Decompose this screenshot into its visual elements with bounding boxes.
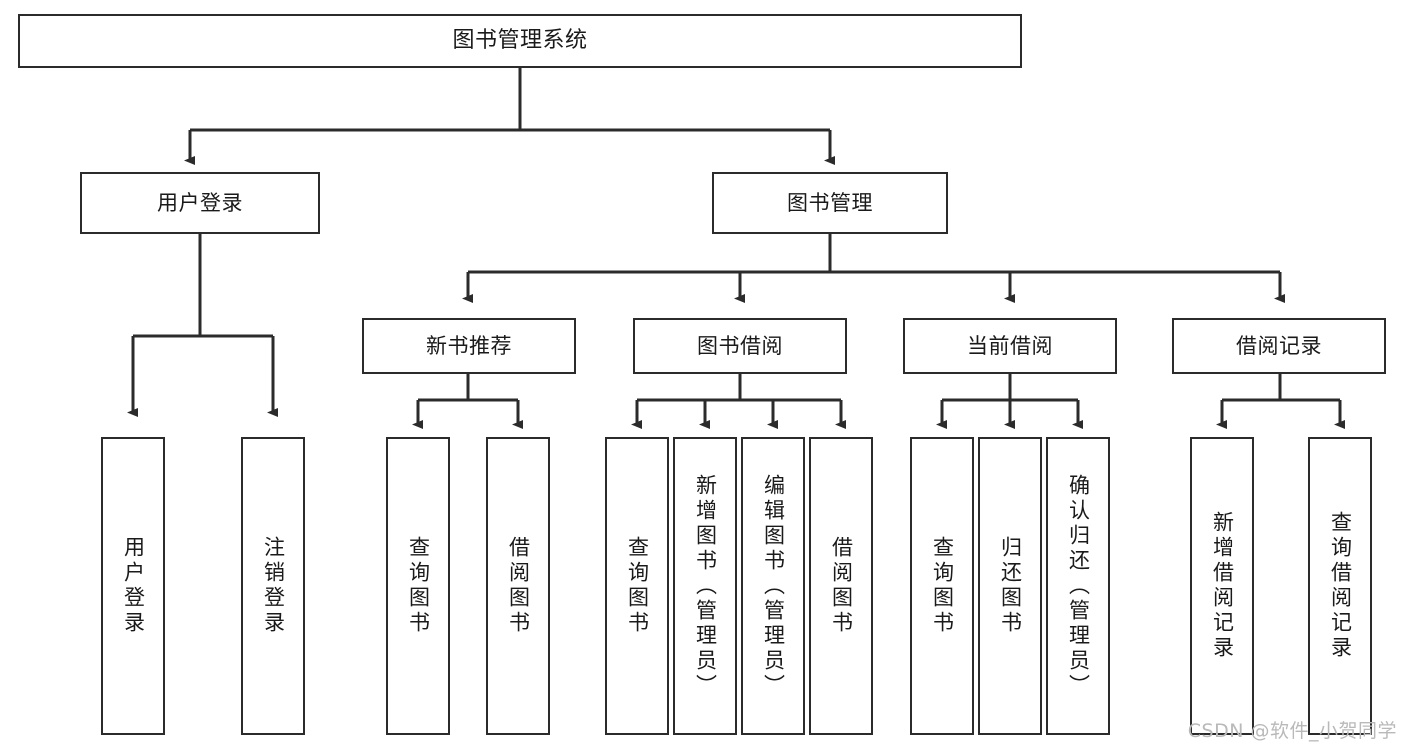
node-book-borrow[interactable]: 图书借阅 xyxy=(633,318,847,374)
node-user-login[interactable]: 用户登录 xyxy=(80,172,320,234)
node-book-management[interactable]: 图书管理 xyxy=(712,172,948,234)
leaf-query-borrow-record[interactable]: 查询借阅记录 xyxy=(1308,437,1372,735)
node-current-borrow[interactable]: 当前借阅 xyxy=(903,318,1117,374)
node-label: 确认归还（管理员） xyxy=(1066,473,1091,699)
leaf-user-login[interactable]: 用户登录 xyxy=(101,437,165,735)
leaf-query-book-borrow[interactable]: 查询图书 xyxy=(605,437,669,735)
node-label: 当前借阅 xyxy=(967,333,1053,358)
node-label: 查询借阅记录 xyxy=(1328,511,1353,661)
leaf-edit-book-admin[interactable]: 编辑图书（管理员） xyxy=(741,437,805,735)
node-label: 查询图书 xyxy=(406,536,431,636)
leaf-logout[interactable]: 注销登录 xyxy=(241,437,305,735)
node-label: 查询图书 xyxy=(625,536,650,636)
leaf-query-book-recommend[interactable]: 查询图书 xyxy=(386,437,450,735)
csdn-watermark: CSDN @软件_小贺同学 xyxy=(1187,720,1397,742)
node-label: 图书管理系统 xyxy=(452,28,588,54)
leaf-borrow-book[interactable]: 借阅图书 xyxy=(809,437,873,735)
node-label: 归还图书 xyxy=(998,536,1023,636)
node-label: 注销登录 xyxy=(261,536,286,636)
leaf-confirm-return-admin[interactable]: 确认归还（管理员） xyxy=(1046,437,1110,735)
node-label: 用户登录 xyxy=(157,190,243,215)
node-root-system[interactable]: 图书管理系统 xyxy=(18,14,1022,68)
node-label: 图书借阅 xyxy=(697,333,783,358)
leaf-return-book[interactable]: 归还图书 xyxy=(978,437,1042,735)
node-label: 借阅记录 xyxy=(1236,333,1322,358)
node-label: 新增借阅记录 xyxy=(1210,511,1235,661)
node-label: 新书推荐 xyxy=(426,333,512,358)
node-label: 用户登录 xyxy=(121,536,146,636)
leaf-add-borrow-record[interactable]: 新增借阅记录 xyxy=(1190,437,1254,735)
node-label: 新增图书（管理员） xyxy=(693,473,718,699)
node-new-book-recommend[interactable]: 新书推荐 xyxy=(362,318,576,374)
node-label: 查询图书 xyxy=(930,536,955,636)
leaf-borrow-book-recommend[interactable]: 借阅图书 xyxy=(486,437,550,735)
node-label: 借阅图书 xyxy=(829,536,854,636)
node-label: 编辑图书（管理员） xyxy=(761,473,786,699)
node-label: 图书管理 xyxy=(787,190,873,215)
leaf-query-book-current[interactable]: 查询图书 xyxy=(910,437,974,735)
leaf-add-book-admin[interactable]: 新增图书（管理员） xyxy=(673,437,737,735)
node-label: 借阅图书 xyxy=(506,536,531,636)
node-borrow-records[interactable]: 借阅记录 xyxy=(1172,318,1386,374)
